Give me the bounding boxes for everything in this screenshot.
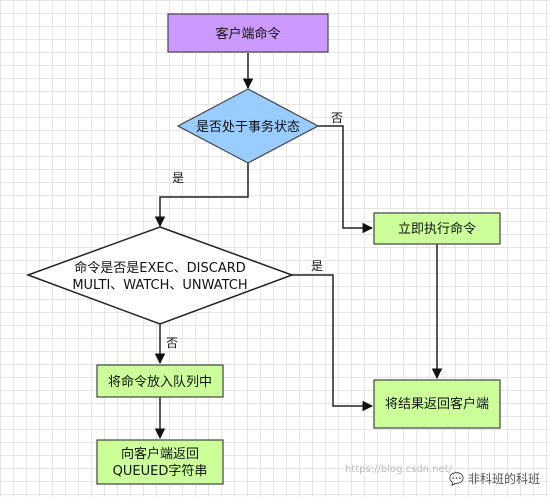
node-check-command-line1: 命令是否是EXEC、DISCARD <box>74 260 246 276</box>
node-check-command: 命令是否是EXEC、DISCARD MULTI、WATCH、UNWATCH <box>25 226 295 325</box>
watermark-brand-text: 非科班的科班 <box>467 472 540 486</box>
edge-label-transaction-yes: 是 <box>172 171 184 185</box>
node-enqueue-label: 将命令放入队列中 <box>108 374 212 390</box>
edge-transaction-no <box>318 125 374 234</box>
node-client-command-label: 客户端命令 <box>215 26 280 42</box>
node-execute-now: 立即执行命令 <box>373 212 501 245</box>
node-enqueue: 将命令放入队列中 <box>96 364 224 398</box>
edges <box>154 53 443 440</box>
watermark-url: https://blog.csdn.net/ <box>345 464 452 475</box>
edge-command-yes <box>292 274 374 412</box>
node-return-result: 将结果返回客户端 <box>373 379 501 429</box>
node-in-transaction-label: 是否处于事务状态 <box>196 119 300 135</box>
node-return-queued-line1: 向客户端返回 <box>121 446 199 462</box>
node-return-result-label: 将结果返回客户端 <box>385 396 489 412</box>
edge-transaction-yes <box>154 163 249 228</box>
watermark-brand: 💬 非科班的科班 <box>449 470 540 487</box>
edge-label-transaction-no: 否 <box>331 111 343 125</box>
node-client-command: 客户端命令 <box>167 13 329 53</box>
node-execute-now-label: 立即执行命令 <box>398 221 476 237</box>
wechat-icon: 💬 <box>449 472 465 486</box>
node-in-transaction: 是否处于事务状态 <box>176 88 320 164</box>
node-check-command-line2: MULTI、WATCH、UNWATCH <box>72 278 247 293</box>
edge-label-command-no: 否 <box>166 336 178 350</box>
node-return-queued: 向客户端返回 QUEUED字符串 <box>96 439 224 485</box>
node-return-queued-line2: QUEUED字符串 <box>113 463 208 479</box>
edge-label-command-yes: 是 <box>311 259 323 273</box>
